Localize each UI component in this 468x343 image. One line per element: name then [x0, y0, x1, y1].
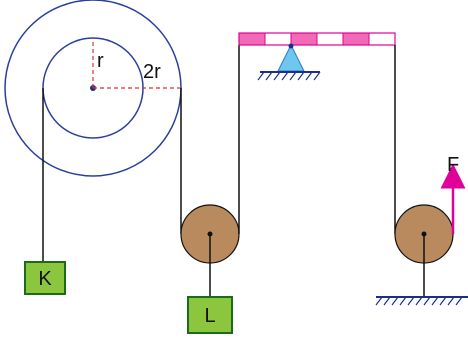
- fulcrum-ground-hatch: [257, 71, 321, 81]
- compound-wheel: r 2r: [4, 0, 182, 177]
- block-k-body: [24, 261, 66, 295]
- fulcrum: [257, 43, 321, 81]
- inner-radius-label: r: [97, 50, 104, 72]
- outer-radius-label: 2r: [143, 61, 161, 83]
- right-ground-hatch: [375, 296, 463, 306]
- lever-beam: [238, 32, 396, 46]
- fulcrum-pivot: [288, 43, 294, 49]
- block-k-label: K: [38, 268, 52, 290]
- block-l-label: L: [204, 305, 215, 327]
- right-ground: [375, 296, 468, 306]
- fulcrum-triangle: [277, 43, 305, 72]
- force-f: F: [440, 154, 466, 234]
- force-label: F: [447, 154, 459, 176]
- block-l: L: [187, 296, 233, 334]
- block-k: K: [24, 261, 66, 295]
- block-l-body: [187, 296, 233, 334]
